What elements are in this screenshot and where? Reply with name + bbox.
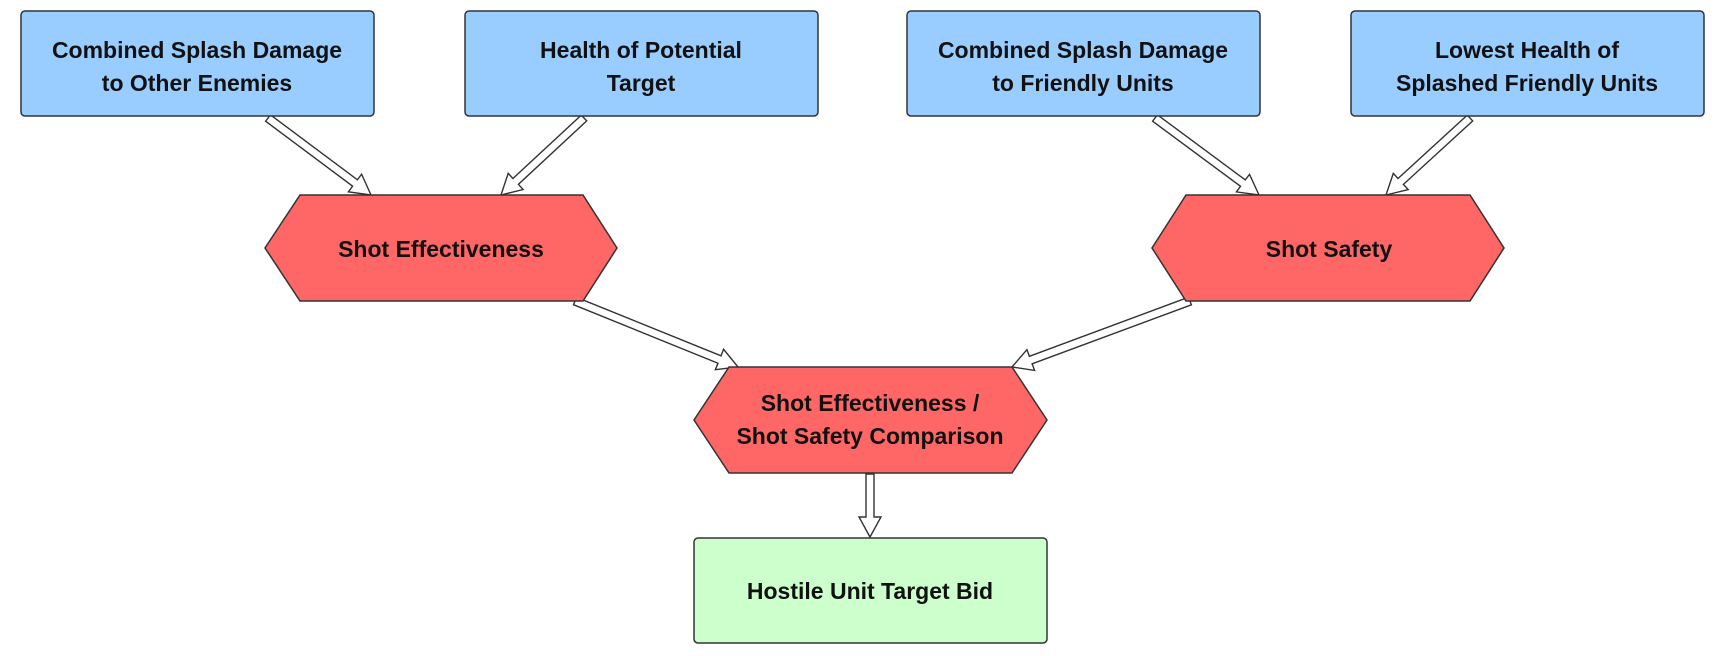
node-comparison-line2: Shot Safety Comparison (736, 423, 1003, 449)
node-comparison-line1: Shot Effectiveness / (761, 390, 980, 416)
node-splash-damage-enemies: Combined Splash Damage to Other Enemies (20, 10, 375, 117)
node-splash-damage-enemies-line1: Combined Splash Damage (52, 37, 342, 63)
node-splash-damage-enemies-line2: to Other Enemies (102, 70, 292, 96)
node-target-health: Health of Potential Target (464, 10, 819, 117)
edge-splash-enemies-to-effectiveness (264, 113, 373, 196)
node-shot-effectiveness: Shot Effectiveness (264, 194, 618, 302)
edge-safety-to-comparison (1010, 296, 1193, 372)
node-lowest-friendly-health-line2: Splashed Friendly Units (1396, 70, 1658, 96)
edge-comparison-to-target-bid (857, 473, 883, 539)
node-hostile-unit-target-bid-label: Hostile Unit Target Bid (747, 578, 993, 604)
node-lowest-friendly-health-line1: Lowest Health of (1435, 37, 1619, 63)
node-shot-safety-label: Shot Safety (1266, 236, 1393, 262)
edge-lowest-health-to-safety (1384, 114, 1474, 196)
node-splash-damage-friendly: Combined Splash Damage to Friendly Units (906, 10, 1261, 117)
node-target-health-line1: Health of Potential (540, 37, 742, 63)
node-shot-safety: Shot Safety (1151, 194, 1505, 302)
node-splash-damage-friendly-line1: Combined Splash Damage (938, 37, 1228, 63)
node-shot-effectiveness-label: Shot Effectiveness (338, 236, 544, 262)
node-comparison: Shot Effectiveness / Shot Safety Compari… (693, 366, 1048, 474)
node-lowest-friendly-health: Lowest Health of Splashed Friendly Units (1350, 10, 1705, 117)
edge-effectiveness-to-comparison (572, 296, 740, 371)
connectors (264, 113, 1474, 539)
edge-target-health-to-effectiveness (499, 114, 588, 196)
edge-splash-friendly-to-safety (1151, 113, 1261, 196)
node-splash-damage-friendly-line2: to Friendly Units (992, 70, 1173, 96)
node-hostile-unit-target-bid: Hostile Unit Target Bid (693, 537, 1048, 644)
node-target-health-line2: Target (607, 70, 676, 96)
